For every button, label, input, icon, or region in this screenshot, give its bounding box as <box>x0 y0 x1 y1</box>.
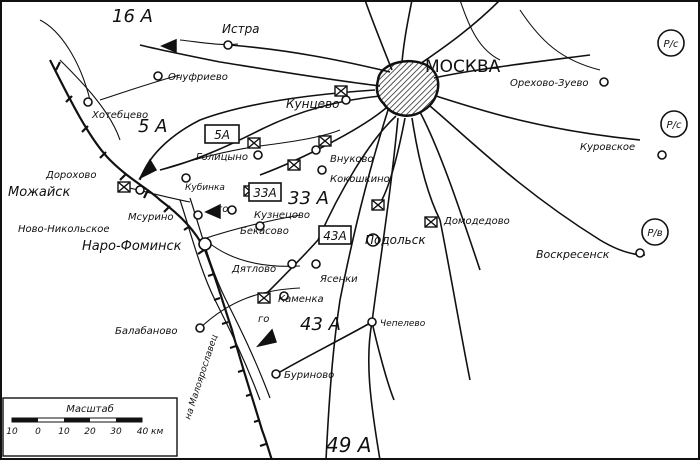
city-kokoshkino: Кокошкино <box>330 174 390 185</box>
scale-tick-6: 40 км <box>137 427 164 437</box>
city-chepelevo: Чепелево <box>380 319 426 329</box>
army-43a: 43 А <box>300 314 341 335</box>
army-5a: 5 А <box>138 116 168 137</box>
army-box-33a <box>248 182 282 202</box>
city-golitsyno: Голицыно <box>196 152 248 163</box>
scale-tick-3: 10 <box>58 427 70 437</box>
settlement-markers <box>83 40 667 379</box>
city-orekhovo-zuevo: Орехово-Зуево <box>510 78 589 89</box>
go-label-2: го <box>258 314 269 325</box>
rail-station-2: Р/с <box>667 120 682 131</box>
city-istra: Истра <box>222 22 260 36</box>
army-boxes: 5А 33А 43А <box>204 124 352 245</box>
railways <box>179 197 271 401</box>
city-vnukovo: Внуково <box>330 154 374 165</box>
scale-tick-4: 20 <box>84 427 96 437</box>
city-dorokhovo: Дорохово <box>45 170 96 181</box>
city-moscow: МОСКВА <box>425 57 501 77</box>
city-kuznetsovo: Кузнецово <box>254 210 310 221</box>
city-naro-fominsk: Наро-Фоминск <box>82 239 182 254</box>
city-kamenka: Каменка <box>278 294 324 305</box>
army-box-43a-label: 43А <box>323 229 346 243</box>
rail-station-symbols: Р/с Р/с Р/в <box>641 29 688 246</box>
city-dyatlovo: Дятлово <box>231 264 276 275</box>
army-33a: 33 А <box>288 188 329 209</box>
city-podolsk: Подольск <box>365 233 426 247</box>
city-onufrievo: Онуфриево <box>168 72 228 83</box>
scale-tick-1: 10 <box>6 427 18 437</box>
direction-maloyaroslavets: на Малоярославец <box>183 334 220 421</box>
hq-markers <box>117 85 438 304</box>
city-kurovskoe: Куровское <box>580 142 635 153</box>
city-burinovo: Буриново <box>284 370 334 381</box>
city-novo-nikolskoe: Ново-Никольское <box>18 224 110 235</box>
city-balabanovo: Балабаново <box>115 325 177 337</box>
attack-arrows <box>138 38 277 348</box>
roads-network <box>139 0 646 460</box>
city-kuntsevo: Кунцево <box>286 97 339 111</box>
army-box-5a <box>204 124 240 144</box>
city-mozhaysk: Можайск <box>8 185 70 200</box>
army-box-5a-label: 5А <box>214 128 230 142</box>
army-box-43a <box>318 225 352 245</box>
rail-station-1: Р/с <box>664 39 679 50</box>
scale-title: Масштаб <box>66 403 114 415</box>
army-16a: 16 А <box>112 6 153 27</box>
go-label-1: го <box>217 204 228 215</box>
rail-station-3: Р/в <box>647 228 662 239</box>
scale-tick-5: 30 <box>110 427 122 437</box>
city-bekasovo: Бекасово <box>240 226 289 237</box>
city-domodedovo: Домодедово <box>443 216 510 227</box>
city-voskresensk: Воскресенск <box>536 248 610 261</box>
city-masurino: Мсурино <box>128 212 174 223</box>
moscow-city-area <box>375 59 440 117</box>
city-khotebtsevo: Хотебцево <box>91 109 148 121</box>
city-kubinka: Кубинка <box>185 183 225 193</box>
scale-bar: Масштаб 10 0 10 20 30 40 км <box>2 397 178 457</box>
army-49a: 49 А <box>326 433 372 457</box>
army-box-33a-label: 33А <box>253 186 276 200</box>
scale-tick-2: 0 <box>35 427 41 437</box>
city-yasenki: Ясенки <box>319 274 358 285</box>
